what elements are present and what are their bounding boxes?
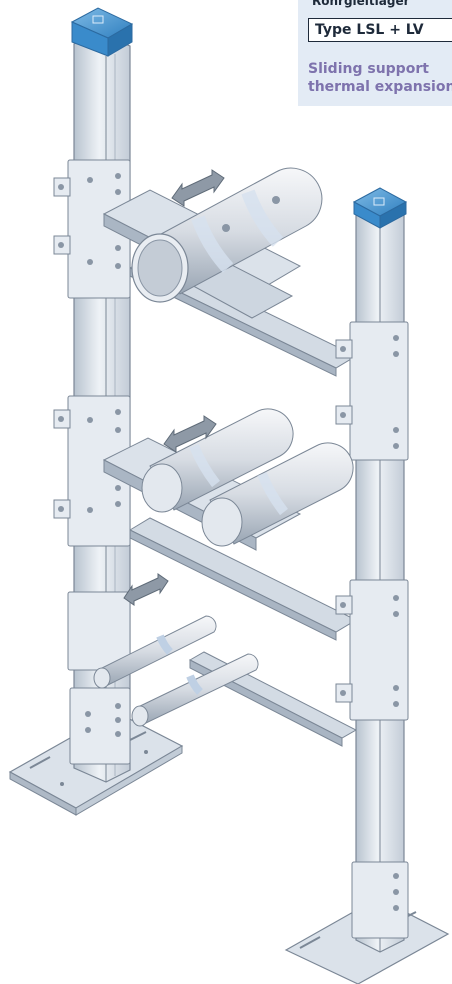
right-post-brackets (335, 321, 409, 939)
description: Sliding support thermal expansion (308, 60, 452, 96)
description-line-2: thermal expansion (308, 79, 452, 95)
info-panel: Rohrgleitlager Type LSL + LV Sliding sup… (298, 0, 452, 106)
left-post-holes (58, 173, 121, 737)
description-line-1: Sliding support (308, 61, 429, 77)
right-post-holes (340, 335, 399, 911)
left-post-cap (70, 7, 134, 57)
large-pipe-top (131, 167, 323, 303)
bottom-small-pipes (93, 615, 259, 727)
double-arrow-icon (123, 573, 169, 606)
left-post-brackets (53, 159, 131, 765)
right-post-cap (352, 187, 408, 229)
post-cap-logo (92, 15, 104, 24)
double-arrow-icon (171, 169, 225, 207)
rail-bottom (188, 651, 358, 739)
double-arrow-icon (163, 415, 217, 453)
middle-pipe-left (141, 408, 294, 513)
type-label: Type LSL + LV (308, 18, 452, 42)
info-heading: Rohrgleitlager (312, 0, 410, 8)
middle-pipe-right (201, 442, 354, 547)
